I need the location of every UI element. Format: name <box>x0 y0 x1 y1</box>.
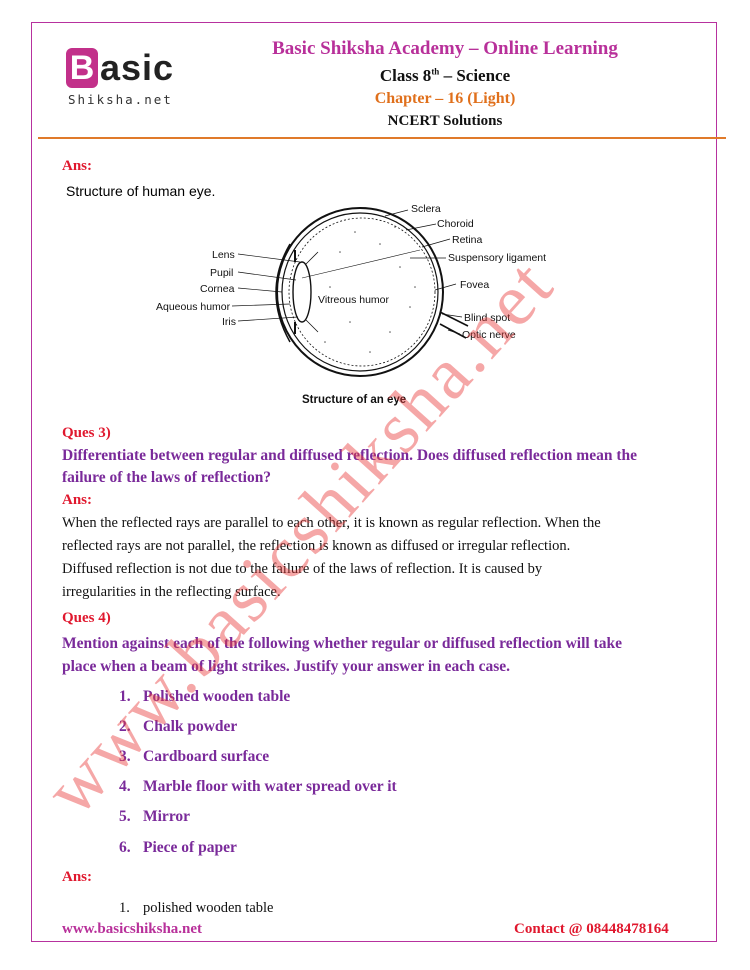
label-pupil: Pupil <box>210 267 233 279</box>
question-4-label: Ques 4) <box>62 610 111 626</box>
list-item: 2. Chalk powder <box>119 718 237 736</box>
label-retina: Retina <box>452 234 483 246</box>
header-solutions: NCERT Solutions <box>387 113 503 129</box>
question-4-line-1: Mention against each of the following wh… <box>62 635 622 652</box>
logo-subtitle: Shiksha.net <box>68 92 173 107</box>
answer-3-label: Ans: <box>62 492 93 508</box>
label-suspensory-ligament: Suspensory ligament <box>448 252 546 264</box>
label-choroid: Choroid <box>437 218 474 230</box>
answer-3-line-1: When the reflected rays are parallel to … <box>62 515 601 531</box>
header-chapter: Chapter – 16 (Light) <box>374 90 516 107</box>
question-4-line-2: place when a beam of light strikes. Just… <box>62 658 511 675</box>
logo-letter: B <box>66 48 98 88</box>
list-item: 1. Polished wooden table <box>119 688 290 706</box>
question-3-line-2: failure of the laws of reflection? <box>62 469 272 486</box>
list-item-text: Mirror <box>143 808 191 825</box>
header-title: Basic Shiksha Academy – Online Learning <box>272 38 618 59</box>
logo: B asic Shiksha.net <box>66 48 196 112</box>
figure-caption: Structure of an eye <box>302 394 406 406</box>
label-iris: Iris <box>222 316 236 328</box>
label-sclera: Sclera <box>411 203 441 215</box>
eye-drawing <box>231 207 469 377</box>
label-cornea: Cornea <box>200 283 235 295</box>
list-item-number: 6. <box>119 839 131 856</box>
label-fovea: Fovea <box>460 279 489 291</box>
list-item-text: Marble floor with water spread over it <box>143 778 397 795</box>
list-item-text: Polished wooden table <box>143 688 291 705</box>
label-optic-nerve: Optic nerve <box>462 329 516 341</box>
answer-3-line-2: reflected rays are not parallel, the ref… <box>62 538 571 554</box>
question-3-line-1: Differentiate between regular and diffus… <box>62 447 637 464</box>
question-3-label: Ques 3) <box>62 425 111 441</box>
answer-4-label: Ans: <box>62 869 93 885</box>
list-item: 3. Cardboard surface <box>119 748 269 766</box>
page-border <box>31 22 717 942</box>
answer-4-item-text: polished wooden table <box>143 900 274 916</box>
label-aqueous-humor: Aqueous humor <box>156 301 231 313</box>
list-item-number: 1. <box>119 688 131 705</box>
list-item-text: Piece of paper <box>143 839 237 856</box>
list-item: 5. Mirror <box>119 808 190 826</box>
list-item-text: Chalk powder <box>143 718 238 735</box>
list-item: 6. Piece of paper <box>119 839 237 857</box>
class-subject: – Science <box>439 66 511 85</box>
header-divider <box>38 137 726 139</box>
header-class: Class 8th – Science <box>210 66 680 86</box>
figure-caption-top: Structure of human eye. <box>66 183 216 199</box>
list-item-number: 4. <box>119 778 131 795</box>
answer-label: Ans: <box>62 158 93 174</box>
answer-4-item-number: 1. <box>119 900 130 916</box>
logo-text: asic <box>100 47 175 88</box>
list-item-number: 5. <box>119 808 131 825</box>
footer-contact: Contact @ 08448478164 <box>514 921 669 937</box>
label-lens: Lens <box>212 249 235 261</box>
footer-website-link[interactable]: www.basicshiksha.net <box>62 921 203 937</box>
answer-3-line-3: Diffused reflection is not due to the fa… <box>62 561 543 577</box>
label-blind-spot: Blind spot <box>464 312 510 324</box>
label-vitreous-humor: Vitreous humor <box>318 294 390 306</box>
list-item-number: 2. <box>119 718 131 735</box>
list-item-number: 3. <box>119 748 131 765</box>
answer-3-line-4: irregularities in the reflecting surface… <box>62 584 281 600</box>
eye-diagram: Sclera Choroid Retina Suspensory ligamen… <box>156 203 546 406</box>
list-item-text: Cardboard surface <box>143 748 270 765</box>
class-superscript: th <box>431 66 440 77</box>
answer-4-item: 1. polished wooden table <box>119 900 273 917</box>
list-item: 4. Marble floor with water spread over it <box>119 778 397 796</box>
class-label: Class 8 <box>379 66 432 85</box>
